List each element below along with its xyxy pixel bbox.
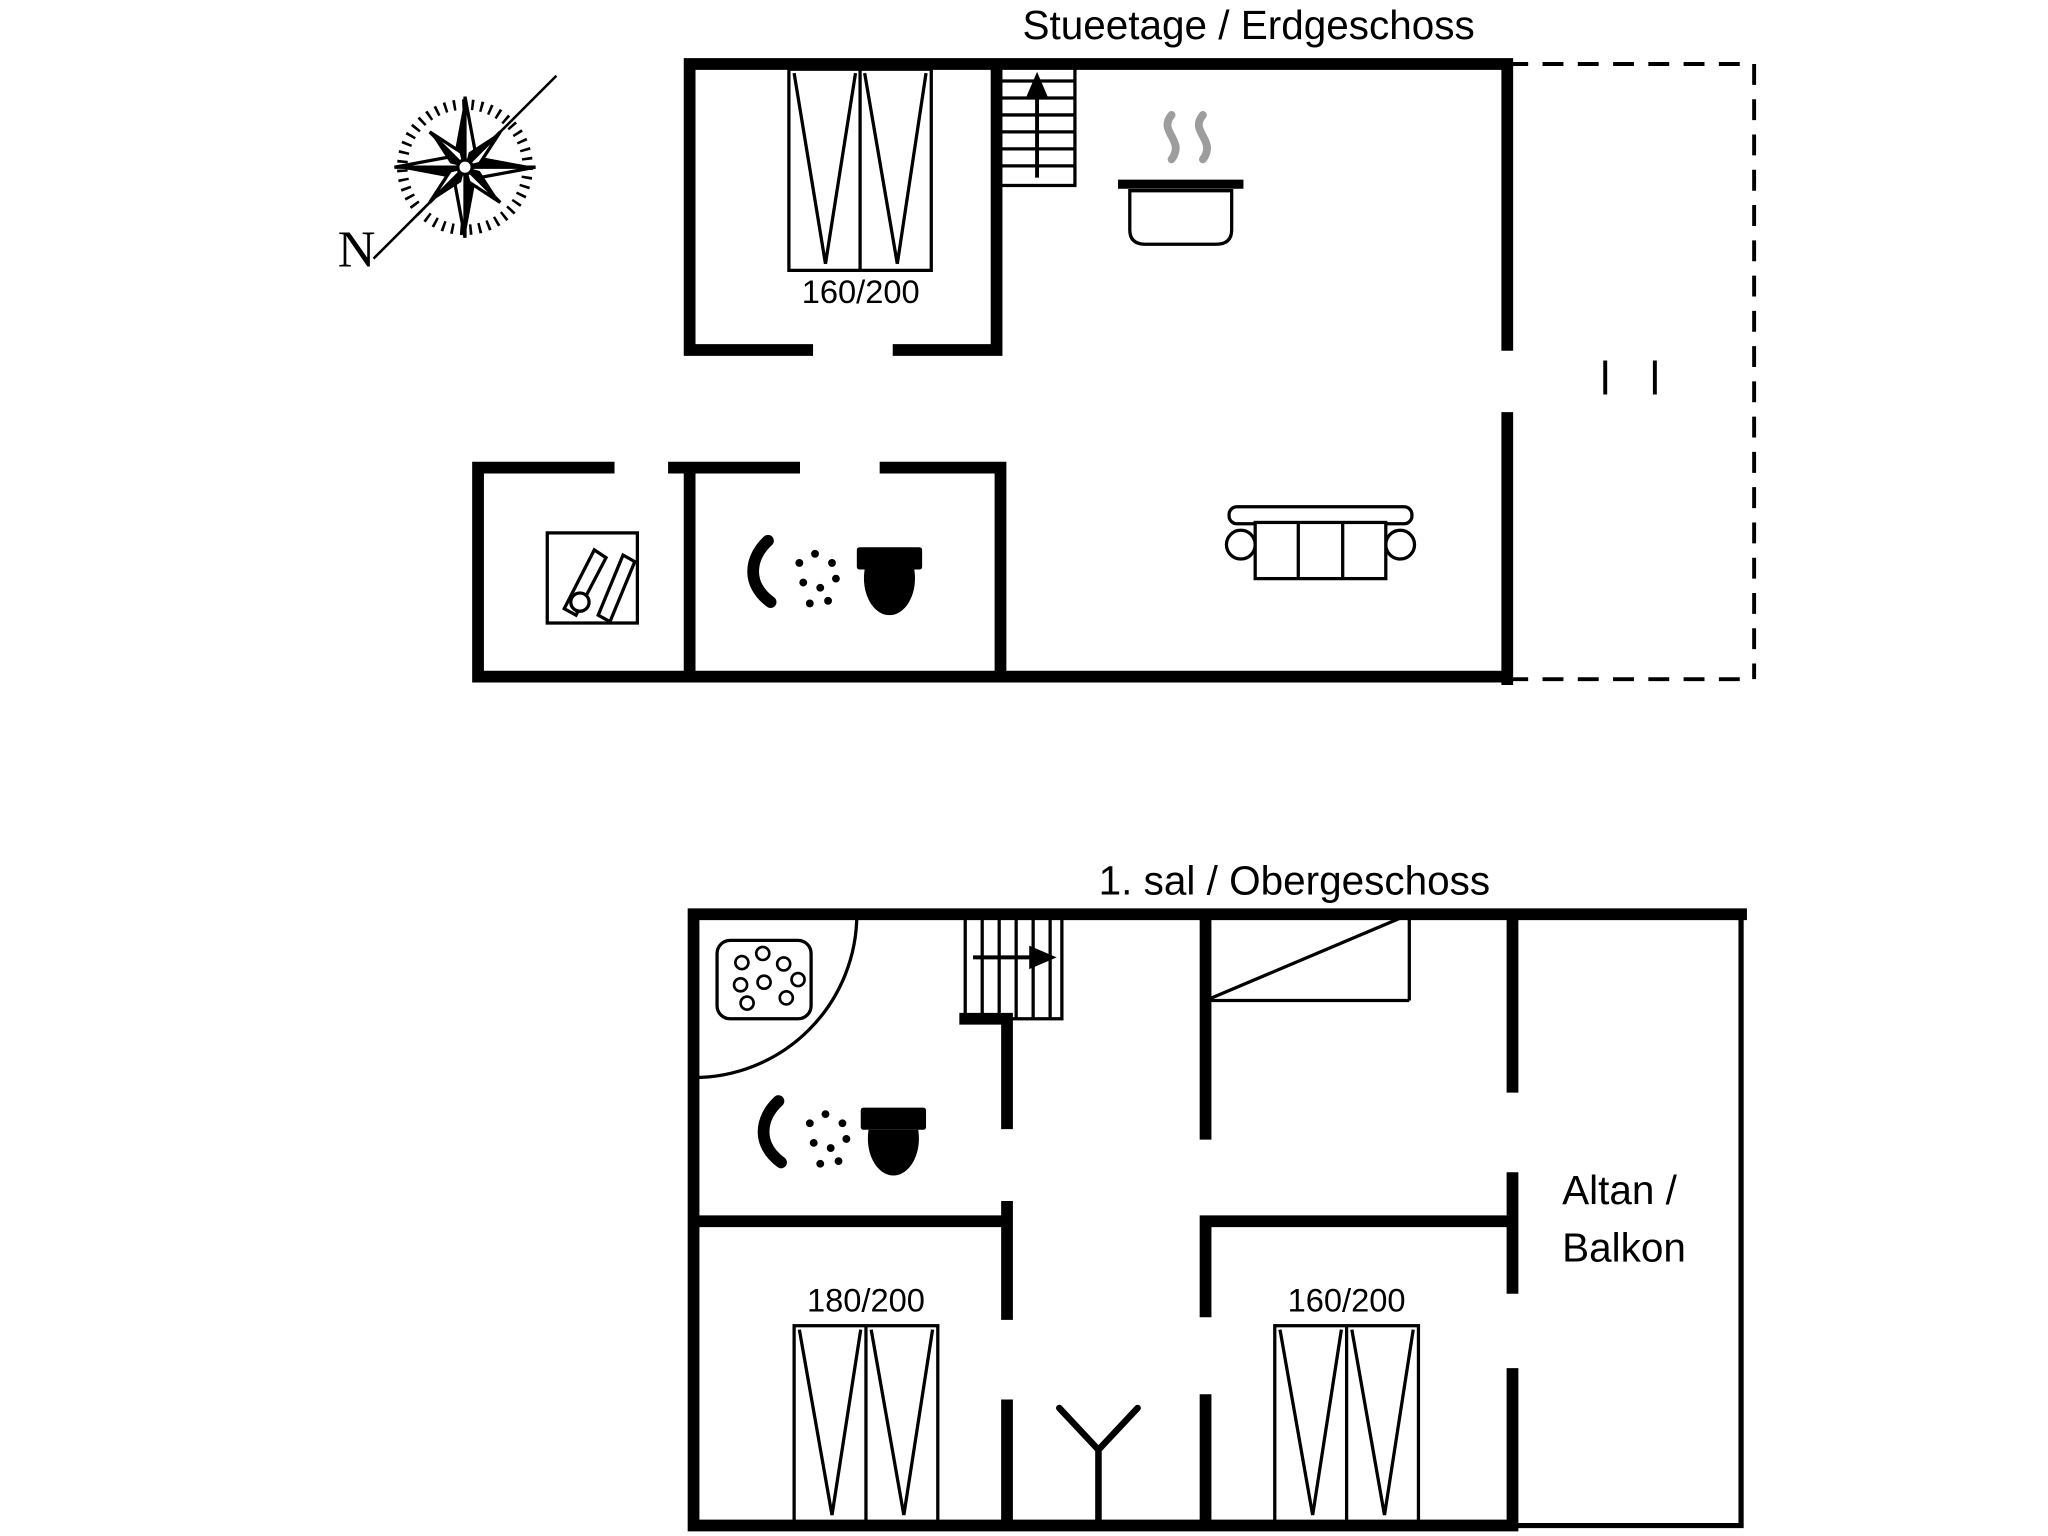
double-bed-icon (787, 67, 933, 272)
cleaning-supplies-icon (545, 531, 640, 625)
ground-floor: Stueetage / Erdgeschoss 160/200 (472, 2, 1757, 686)
terrace-marker (1603, 360, 1657, 395)
cooking-pot-icon (1118, 111, 1244, 246)
shower-icon-upper (757, 1095, 851, 1169)
bed-size-label: 160/200 (802, 273, 920, 310)
bed-left-icon (792, 1324, 940, 1524)
steam-icon (1163, 111, 1211, 164)
stairs-up-icon (998, 62, 1077, 188)
shower-spray-dots-upper (805, 1110, 851, 1168)
shower-enclosure-arc (693, 914, 859, 1080)
y-divider-icon (1056, 1404, 1141, 1529)
bubbles-tray-icon (715, 938, 813, 1021)
sofa-icon (1224, 505, 1417, 581)
terrace-outline (1507, 62, 1757, 682)
bed-right-icon (1273, 1324, 1421, 1524)
ground-floor-title: Stueetage / Erdgeschoss (1023, 2, 1475, 48)
compass-rose-icon (372, 74, 558, 260)
shower-icon (747, 534, 840, 608)
ground-floor-walls (472, 58, 1514, 686)
balcony-label-line2: Balkon (1562, 1225, 1686, 1271)
sloped-ceiling-icon (1204, 912, 1411, 1003)
balcony-label-line1: Altan / (1562, 1167, 1677, 1213)
bed-right-size-label: 160/200 (1288, 1281, 1406, 1318)
stairs-icon (963, 912, 1064, 1021)
bed-left-size-label: 180/200 (807, 1281, 925, 1318)
upper-floor-walls (687, 908, 1747, 1532)
balcony-outline (1509, 911, 1744, 1529)
upper-floor-title: 1. sal / Obergeschoss (1099, 858, 1490, 904)
toilet-icon-upper (860, 1107, 927, 1176)
shower-spray-dots (795, 549, 840, 608)
toilet-icon (856, 547, 923, 616)
upper-floor: 1. sal / Obergeschoss (687, 858, 1747, 1532)
compass-north-label: N (338, 220, 376, 278)
